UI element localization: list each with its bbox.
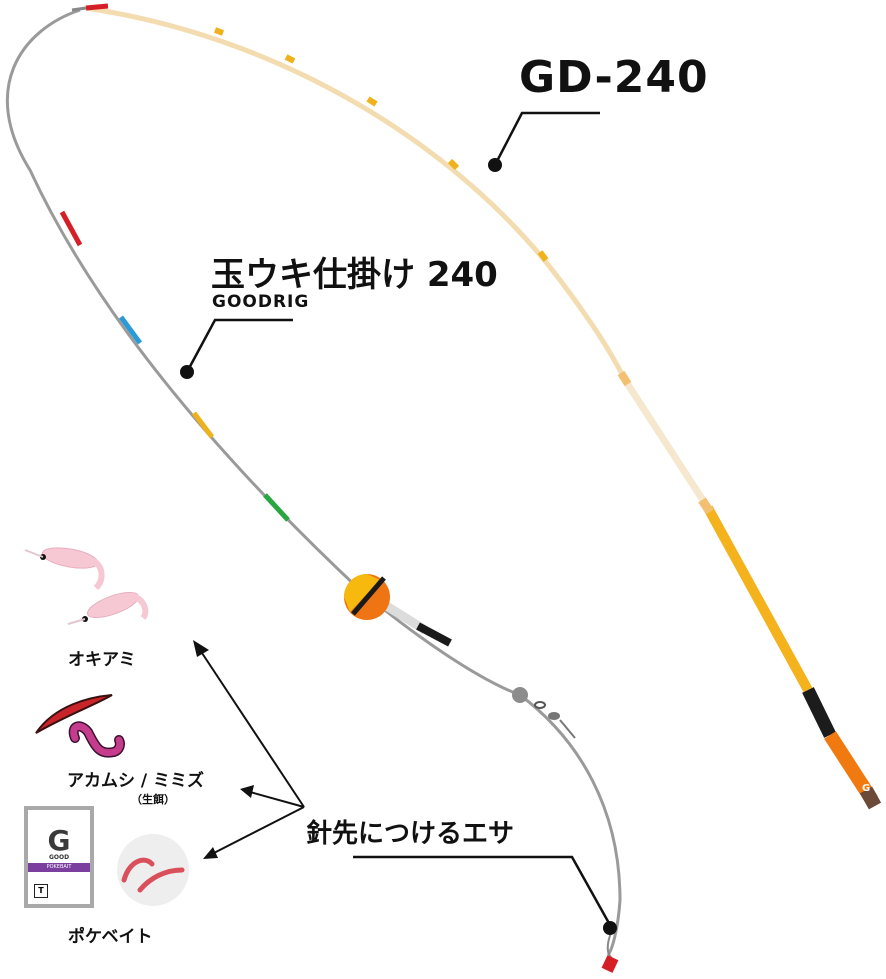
rod-grip: [802, 687, 836, 738]
bait-item-pokebait: ポケベイト: [68, 927, 153, 947]
bait-item-worm: アカムシ / ミミズ: [67, 771, 205, 791]
line-marker-red: [59, 210, 83, 247]
swivel-icon: [548, 712, 560, 720]
pokebait-photo: [117, 834, 189, 906]
shrimp-icon: [41, 547, 149, 620]
callout-bait: [353, 855, 612, 926]
package-brand: GOOD: [48, 854, 70, 861]
package-band: POKEBAIT: [28, 863, 90, 872]
rod-handle: [824, 731, 878, 804]
rod-tip-section: [85, 5, 628, 382]
line-marker-yellow: [192, 411, 214, 439]
rig-brand: GOODRIG: [212, 292, 310, 312]
rod-butt-section: [703, 505, 813, 693]
rod-name: GD-240: [519, 52, 709, 103]
bloodworm-icon: [35, 694, 113, 734]
package-logo-letter: G: [47, 824, 71, 857]
bait-item-worm-note: （生餌）: [131, 793, 175, 806]
rig-name: 玉ウキ仕掛け 240: [211, 255, 498, 295]
sinker-icon: [512, 687, 528, 703]
svg-text:G: G: [862, 783, 870, 794]
line-marker-green: [263, 493, 290, 522]
bait-arrows: [199, 649, 305, 856]
bait-heading: 針先につけるエサ: [306, 819, 515, 849]
float-icon: [344, 574, 452, 647]
rod-tip-top: [85, 3, 109, 11]
rod-mid-section: [622, 378, 711, 510]
bait-item-krill: オキアミ: [68, 650, 136, 670]
callout-rig: [185, 318, 293, 373]
callout-rod: [493, 111, 600, 166]
package-maker-icon: T: [34, 884, 48, 898]
pokebait-package: G GOOD POKEBAIT T: [24, 806, 94, 908]
rod-bands: [213, 27, 549, 262]
line-marker-blue: [118, 315, 143, 345]
